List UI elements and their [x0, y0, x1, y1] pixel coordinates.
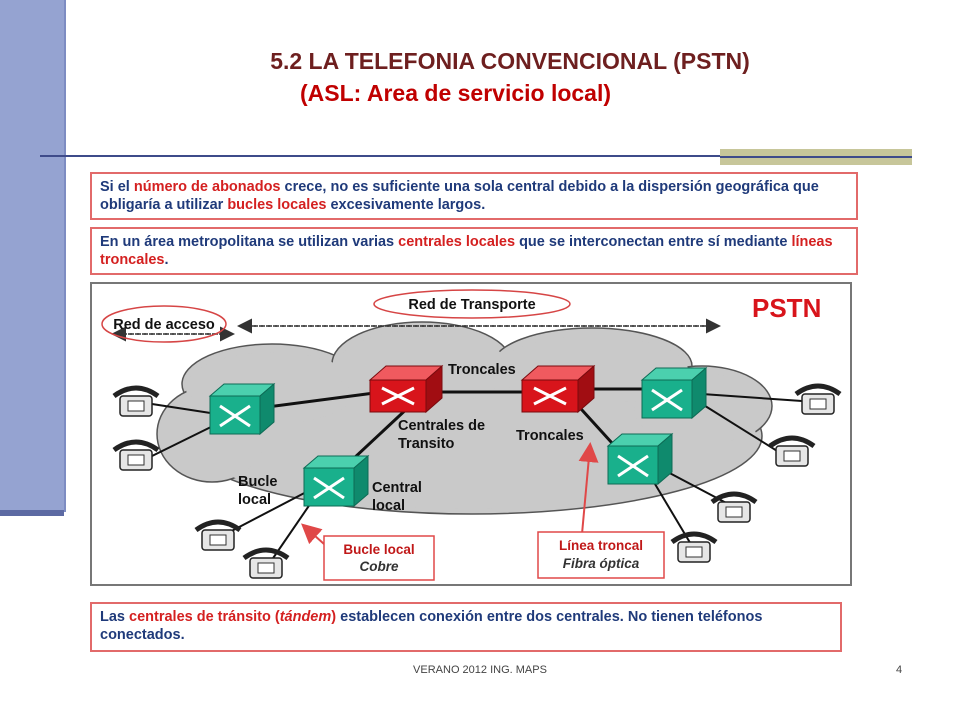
- trunk-line-callout-sub: Fibra óptica: [563, 556, 640, 571]
- transit-centrals-label: Transito: [398, 436, 455, 452]
- local-switch-icon: [640, 366, 708, 420]
- local-switch-icon: [302, 454, 370, 508]
- local-central-label: local: [372, 498, 405, 514]
- telephone-icon: [112, 439, 160, 471]
- telephone-icon: [710, 491, 758, 523]
- local-loop-callout-title: Bucle local: [343, 542, 414, 557]
- info-text: Las: [100, 609, 130, 625]
- title-divider: [40, 155, 912, 157]
- local-loop-callout-arrow: [301, 523, 325, 545]
- trunk-line-callout: Línea troncal Fibra óptica: [537, 531, 665, 579]
- local-switch-icon: [208, 382, 276, 436]
- info-box-area-metropolitana: En un área metropolitana se utilizan var…: [90, 227, 858, 275]
- access-network-label: Red de acceso: [113, 317, 215, 333]
- transport-network-label: Red de Transporte: [408, 297, 535, 313]
- info-highlight: número de abonados: [133, 179, 281, 195]
- info-box-abonados: Si el número de abonados crece, no es su…: [90, 172, 858, 220]
- info-highlight: ): [331, 609, 337, 625]
- info-highlight: centrales locales: [398, 234, 516, 250]
- left-accent-bar-shadow: [0, 510, 64, 516]
- title-divider-accent-line: [720, 156, 912, 158]
- trunk-line-callout-arrow: [578, 442, 599, 535]
- local-loop-label: local: [238, 492, 271, 508]
- transit-switch-icon: [368, 364, 444, 414]
- info-highlight: bucles locales: [227, 197, 327, 213]
- telephone-icon: [794, 383, 842, 415]
- telephone-icon: [242, 547, 290, 579]
- access-network-ellipse: [101, 305, 227, 343]
- slide-title: 5.2 LA TELEFONIA CONVENCIONAL (PSTN): [270, 48, 750, 74]
- info-text: Si el: [100, 179, 134, 195]
- info-box-transito: Las centrales de tránsito (tándem) estab…: [90, 602, 842, 652]
- telephone-icon: [670, 531, 718, 563]
- transport-network-ellipse: [373, 289, 571, 319]
- local-central-label: Central: [372, 480, 422, 496]
- local-loop-callout: Bucle local Cobre: [323, 535, 435, 581]
- info-highlight: centrales de tránsito (: [129, 609, 280, 625]
- left-accent-bar: [0, 0, 66, 512]
- slide-footer: VERANO 2012 ING. MAPS: [413, 664, 547, 676]
- info-text: establecen conexión entre dos centrales.…: [100, 609, 763, 643]
- local-switch-icon: [606, 432, 674, 486]
- telephone-icon: [194, 519, 242, 551]
- info-text: En un área metropolitana se utilizan var…: [100, 234, 399, 250]
- trunks-label-top: Troncales: [448, 362, 516, 378]
- slide-subtitle: (ASL: Area de servicio local): [300, 80, 612, 106]
- page-number: 4: [896, 664, 903, 676]
- local-loop-callout-sub: Cobre: [359, 559, 398, 574]
- info-text: excesivamente largos.: [326, 197, 486, 213]
- trunks-label-mid: Troncales: [516, 428, 584, 444]
- info-text: crece, no es suficiente una sola central…: [100, 179, 819, 213]
- info-highlight: líneas troncales: [100, 234, 833, 268]
- trunk-line-callout-title: Línea troncal: [559, 538, 643, 553]
- pstn-label: PSTN: [752, 293, 821, 323]
- pstn-diagram: Red de Transporte Red de acceso PSTN Tro…: [90, 282, 852, 586]
- info-text: .: [164, 252, 169, 268]
- info-highlight-italic: tándem: [279, 609, 332, 625]
- transit-switch-icon: [520, 364, 596, 414]
- info-text: que se interconectan entre sí mediante: [515, 234, 792, 250]
- local-loop-label: Bucle: [238, 474, 278, 490]
- telephone-icon: [112, 385, 160, 417]
- transit-centrals-label: Centrales de: [398, 418, 485, 434]
- telephone-icon: [768, 435, 816, 467]
